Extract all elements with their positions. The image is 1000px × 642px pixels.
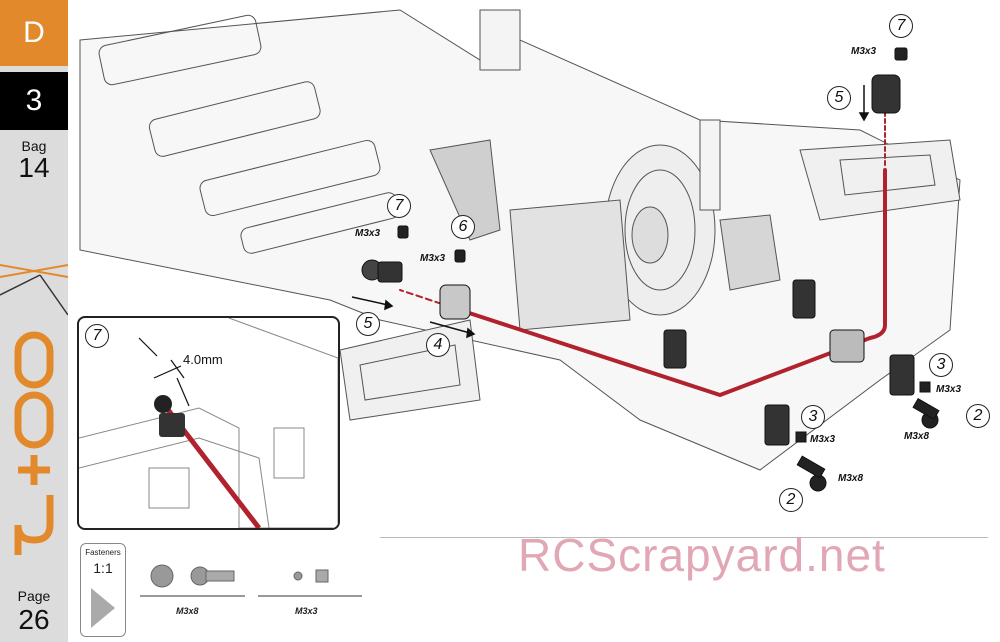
inset-part-number: 7	[85, 324, 109, 348]
callout-right-m3x8: M3x8	[904, 431, 930, 442]
detail-inset: 7	[77, 316, 340, 530]
fasteners-box: Fasteners 1:1	[80, 543, 126, 637]
fastener-label-m3x8: M3x8	[176, 606, 199, 616]
callout-right-m3x3: M3x3	[936, 384, 962, 395]
section-tab: D	[0, 0, 68, 66]
fasteners-icons	[140, 564, 362, 597]
page-label: Page	[17, 588, 51, 604]
callout-left-fastener: M3x3	[355, 228, 381, 239]
callout-mid-fastener: M3x3	[420, 253, 446, 264]
callout-right-3: 3	[929, 353, 953, 377]
callout-bottom-3: 3	[801, 405, 825, 429]
step-tab: 3	[0, 72, 68, 130]
fastener-label-m3x3: M3x3	[295, 606, 318, 616]
assembly-drawing	[79, 9, 961, 492]
divider	[380, 537, 988, 538]
callout-top-step: 5	[827, 86, 851, 110]
inset-dimension: 4.0mm	[183, 352, 223, 367]
callout-left-part: 7	[387, 194, 411, 218]
callout-bottom-m3x8: M3x8	[838, 473, 864, 484]
play-arrow-icon	[91, 588, 115, 628]
page-number: 26	[18, 604, 50, 635]
logo-icon	[0, 264, 68, 555]
callout-bottom-m3x3: M3x3	[810, 434, 836, 445]
callout-left-step5: 5	[356, 312, 380, 336]
bag-label: Bag	[21, 138, 47, 154]
callout-top-fastener: M3x3	[851, 46, 877, 57]
sidebar: D 3 Bag 14 Page 26	[0, 0, 68, 642]
callout-right-2: 2	[966, 404, 990, 428]
callout-top-part: 7	[889, 14, 913, 38]
callout-left-step4: 4	[426, 333, 450, 357]
detail-drawing	[79, 318, 338, 528]
watermark: RCScrapyard.net	[518, 529, 886, 581]
fasteners-scale: 1:1	[93, 560, 113, 576]
callout-bottom-2: 2	[779, 488, 803, 512]
fasteners-title: Fasteners	[85, 548, 121, 557]
bag-number: 14	[18, 152, 50, 183]
callout-mid-part: 6	[451, 215, 475, 239]
